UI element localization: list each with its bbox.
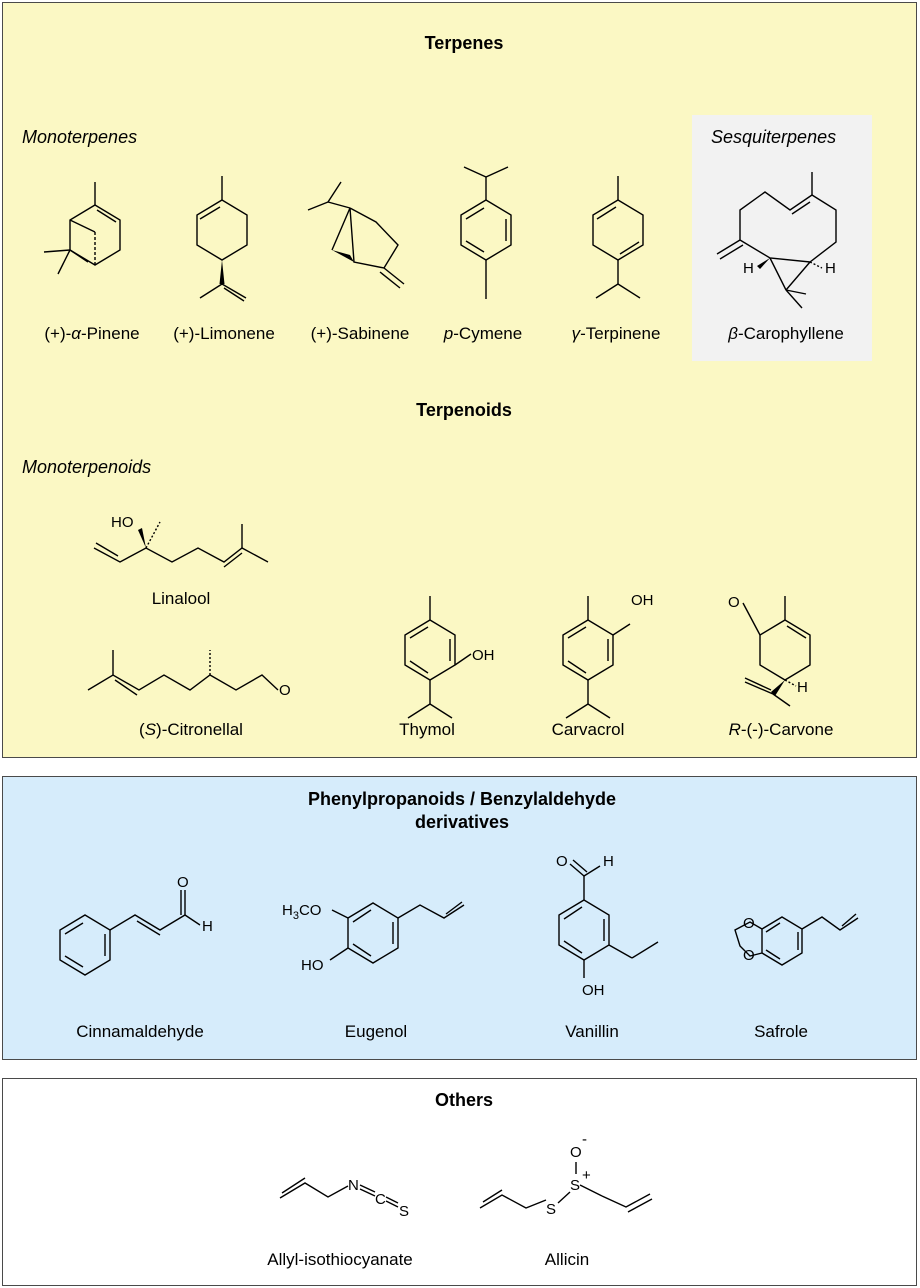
- atom-c-label: C: [375, 1191, 386, 1208]
- structure-citronellal: O: [87, 650, 291, 699]
- atom-o-label: O: [177, 874, 189, 891]
- compound-label-linalool: Linalool: [151, 589, 211, 608]
- monoterpenes-label: Monoterpenes: [22, 127, 138, 147]
- compound-label-pinene: (+)-α-Pinene: [44, 324, 140, 343]
- others-panel: [2, 1078, 917, 1286]
- phenylpropanoids-title-line1: Phenylpropanoids / Benzylaldehyde: [307, 789, 617, 809]
- structure-terpinene: [592, 176, 644, 299]
- structure-eugenol: H3CO HO: [282, 901, 465, 974]
- compound-label-safrole: Safrole: [754, 1022, 808, 1041]
- atom-o-label: O: [570, 1144, 582, 1161]
- compound-label-carophyllene: β-Carophyllene: [728, 324, 844, 343]
- atom-ho-label: HO: [301, 957, 324, 974]
- structure-pinene: [43, 182, 121, 275]
- atom-oh-label: OH: [582, 982, 605, 999]
- monoterpenoids-label: Monoterpenoids: [22, 457, 152, 477]
- atom-h-label: H: [825, 260, 836, 277]
- compound-label-carvacrol: Carvacrol: [551, 720, 625, 739]
- structure-safrole: O O: [734, 913, 859, 966]
- charge-plus-label: +: [582, 1167, 591, 1184]
- structure-cymene: [460, 166, 512, 299]
- phenylpropanoids-panel: [2, 776, 917, 1060]
- atom-ho-label: HO: [111, 514, 134, 531]
- compound-label-sabinene: (+)-Sabinene: [310, 324, 410, 343]
- phenylpropanoids-title-line2: derivatives: [414, 812, 510, 832]
- atom-h3c-label: H3CO: [282, 902, 321, 922]
- atom-o-label: O: [556, 853, 568, 870]
- terpenoids-title: Terpenoids: [416, 400, 512, 420]
- compound-label-limonene: (+)-Limonene: [173, 324, 275, 343]
- compound-label-citronellal: (S)-Citronellal: [139, 720, 243, 739]
- atom-n-label: N: [348, 1177, 359, 1194]
- structure-limonene: [196, 176, 248, 302]
- atom-h-label: H: [202, 918, 213, 935]
- atom-h-label: H: [797, 679, 808, 696]
- others-title: Others: [434, 1090, 494, 1110]
- terpenes-title: Terpenes: [424, 33, 504, 53]
- compound-label-thymol: Thymol: [399, 720, 455, 739]
- compound-label-carvone: R-(-)-Carvone: [728, 720, 834, 739]
- compound-label-cymene: p-Cymene: [443, 324, 523, 343]
- structure-thymol: OH: [404, 596, 495, 719]
- atom-oh-label: OH: [631, 592, 654, 609]
- atom-o-label: O: [743, 947, 755, 964]
- structure-allyl-isothiocyanate: N C S: [279, 1177, 409, 1220]
- structure-carvone: O H: [728, 594, 811, 707]
- atom-s-label: S: [546, 1201, 556, 1218]
- compound-label-cinnamaldehyde: Cinnamaldehyde: [76, 1022, 204, 1041]
- structure-carvacrol: OH: [562, 592, 654, 719]
- sesquiterpenes-label: Sesquiterpenes: [711, 127, 837, 147]
- structure-cinnamaldehyde: O H: [59, 874, 213, 976]
- structure-vanillin: O H OH: [556, 853, 659, 999]
- compound-label-allicin: Allicin: [544, 1250, 590, 1269]
- atom-oh-label: OH: [472, 647, 495, 664]
- compound-label-vanillin: Vanillin: [565, 1022, 619, 1041]
- atom-s-label: S: [399, 1203, 409, 1220]
- atom-o-label: O: [279, 682, 291, 699]
- compound-label-terpinene: γ-Terpinene: [571, 324, 661, 343]
- atom-s-label: S: [570, 1177, 580, 1194]
- structure-allicin: S S + O -: [479, 1131, 653, 1218]
- compound-label-eugenol: Eugenol: [344, 1022, 408, 1041]
- atom-h-label: H: [743, 260, 754, 277]
- atom-h-label: H: [603, 853, 614, 870]
- atom-o-label: O: [743, 915, 755, 932]
- structure-carophyllene: H H: [716, 172, 837, 309]
- atom-o-label: O: [728, 594, 740, 611]
- structure-sabinene: [307, 181, 405, 289]
- compound-label-allyl-isothiocyanate: Allyl-isothiocyanate: [267, 1250, 413, 1269]
- sesquiterpenes-box: [692, 115, 872, 361]
- charge-minus-label: -: [582, 1131, 587, 1148]
- structure-linalool: HO: [93, 514, 269, 568]
